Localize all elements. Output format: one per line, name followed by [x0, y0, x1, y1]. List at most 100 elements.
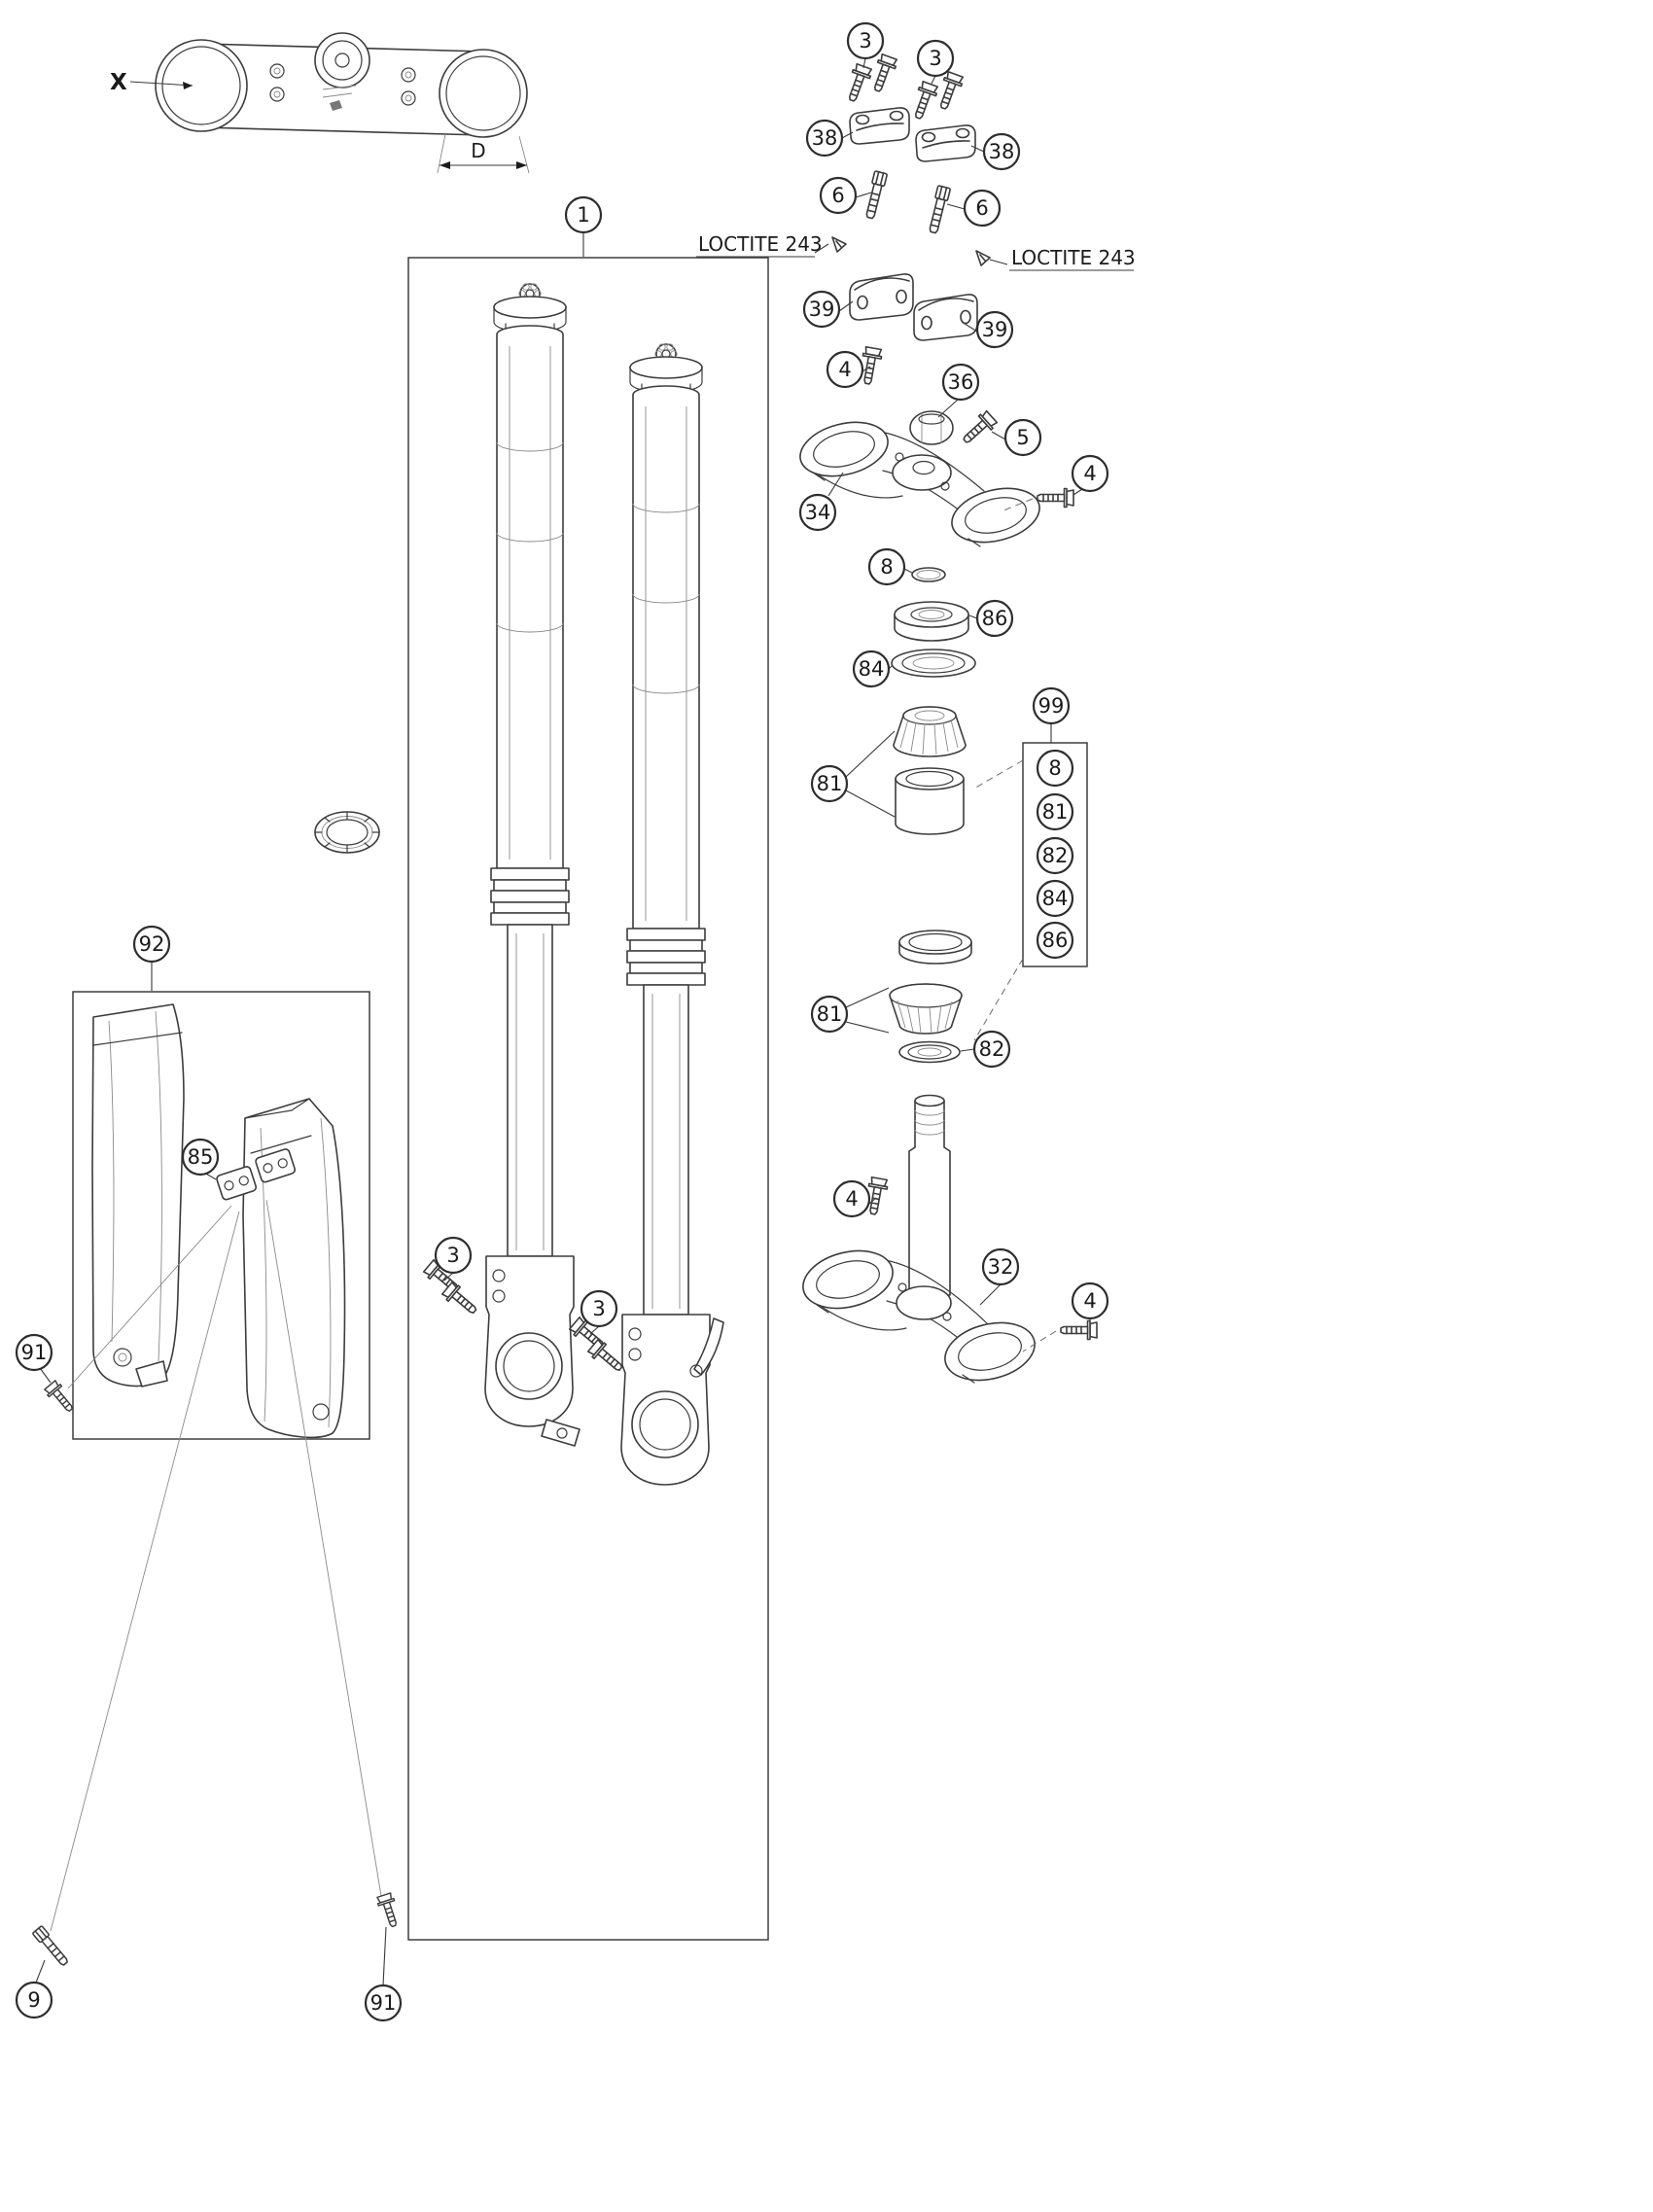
bearing-seat-sleeve — [895, 767, 965, 835]
callout-38[interactable]: 38 — [805, 119, 844, 158]
bearing-cover — [894, 601, 969, 642]
lower-bearing-seat — [898, 930, 972, 965]
callout-6[interactable]: 6 — [819, 176, 858, 215]
callout-circle — [819, 176, 858, 215]
callout-label: 4 — [838, 358, 851, 381]
callout-label: 3 — [592, 1297, 605, 1320]
callout-9[interactable]: 9 — [15, 1981, 53, 2019]
callout-81[interactable]: 81 — [810, 995, 849, 1034]
callout-circle — [916, 39, 955, 78]
callout-label: 8 — [1048, 756, 1061, 780]
callout-8[interactable]: 8 — [867, 547, 906, 586]
callout-3[interactable]: 3 — [846, 21, 885, 60]
callout-circle — [434, 1236, 473, 1275]
callout-circle — [1036, 749, 1074, 788]
callout-label: 5 — [1016, 426, 1029, 449]
callout-label: 8 — [880, 555, 893, 579]
callout-86[interactable]: 86 — [1036, 921, 1074, 960]
clamp-bolt-6-right — [926, 185, 952, 235]
callout-circle — [1036, 921, 1074, 960]
protector-bolt-9 — [31, 1924, 71, 1969]
callout-circle — [846, 21, 885, 60]
callout-82[interactable]: 82 — [1036, 836, 1074, 875]
callout-86[interactable]: 86 — [975, 599, 1014, 638]
callout-label: 39 — [809, 298, 835, 321]
callout-3[interactable]: 3 — [434, 1236, 473, 1275]
callout-84[interactable]: 84 — [852, 650, 891, 688]
callout-34[interactable]: 34 — [798, 493, 837, 532]
callout-84[interactable]: 84 — [1036, 879, 1074, 918]
d-label: D — [471, 139, 485, 162]
dimension-x: X — [110, 70, 193, 95]
callout-1[interactable]: 1 — [564, 195, 603, 234]
x-label: X — [110, 70, 127, 95]
callout-8[interactable]: 8 — [1036, 749, 1074, 788]
callout-circle — [805, 119, 844, 158]
callout-85[interactable]: 85 — [181, 1138, 220, 1176]
loctite-note-left: LOCTITE 243 — [696, 232, 829, 258]
fork-leg-right — [620, 343, 724, 1486]
callout-circle — [1036, 879, 1074, 918]
callout-circle — [810, 764, 849, 803]
callout-circle — [826, 350, 864, 389]
bottom-triple-clamp — [802, 1094, 1036, 1384]
seal-ring — [891, 649, 976, 678]
callout-39[interactable]: 39 — [802, 290, 841, 329]
callout-3[interactable]: 3 — [916, 39, 955, 78]
callout-3[interactable]: 3 — [580, 1289, 618, 1328]
callout-label: 38 — [812, 126, 838, 150]
ktm-logo — [330, 100, 342, 111]
callout-38[interactable]: 38 — [982, 132, 1021, 171]
loctite-note-right: LOCTITE 243 — [989, 246, 1136, 271]
callout-label: 3 — [859, 29, 871, 53]
callout-label: 6 — [831, 184, 844, 207]
callout-circle — [963, 189, 1002, 228]
callout-label: 81 — [817, 772, 843, 795]
callout-4[interactable]: 4 — [826, 350, 864, 389]
callout-6[interactable]: 6 — [963, 189, 1002, 228]
callout-39[interactable]: 39 — [975, 310, 1014, 349]
callout-82[interactable]: 82 — [972, 1030, 1011, 1069]
callout-91[interactable]: 91 — [15, 1333, 53, 1372]
dimension-d: D — [437, 133, 530, 174]
callout-circle — [852, 650, 891, 688]
callout-circle — [832, 1179, 871, 1218]
handlebar-clamp-lower-right — [915, 124, 976, 162]
callout-circle — [982, 132, 1021, 171]
callout-circle — [1003, 418, 1042, 457]
bolt-4-top-clamp-side — [1037, 487, 1074, 509]
construction-lines — [50, 1199, 382, 1932]
fork-protector-box — [72, 991, 370, 1440]
callout-circle — [580, 1289, 618, 1328]
callout-5[interactable]: 5 — [1003, 418, 1042, 457]
callout-label: 39 — [982, 318, 1008, 341]
callout-32[interactable]: 32 — [981, 1247, 1020, 1286]
bolt-5 — [958, 408, 1000, 449]
callout-circle — [364, 1984, 403, 2022]
callout-circle — [1036, 836, 1074, 875]
top-triple-clamp — [799, 421, 1040, 547]
callout-circle — [810, 995, 849, 1034]
callout-circle — [802, 290, 841, 329]
callout-circle — [798, 493, 837, 532]
callout-label: 91 — [370, 1991, 397, 2015]
callout-36[interactable]: 36 — [941, 363, 980, 402]
callout-circle — [941, 363, 980, 402]
callout-81[interactable]: 81 — [810, 764, 849, 803]
fork-protector-left — [91, 1003, 185, 1387]
callout-4[interactable]: 4 — [1071, 454, 1109, 493]
callout-label: 86 — [982, 607, 1008, 630]
callout-label: 81 — [1042, 800, 1069, 824]
callout-81[interactable]: 81 — [1036, 792, 1074, 831]
loctite-drop-left — [831, 236, 847, 253]
callout-91[interactable]: 91 — [364, 1984, 403, 2022]
callout-label: 1 — [577, 203, 589, 227]
callout-99[interactable]: 99 — [1032, 686, 1071, 725]
loctite-drop-right — [975, 250, 991, 266]
callout-4[interactable]: 4 — [832, 1179, 871, 1218]
bearing-kit-box — [1022, 742, 1088, 967]
lower-steering-bearing — [889, 983, 963, 1035]
callout-4[interactable]: 4 — [1071, 1282, 1109, 1320]
callout-92[interactable]: 92 — [132, 925, 171, 964]
